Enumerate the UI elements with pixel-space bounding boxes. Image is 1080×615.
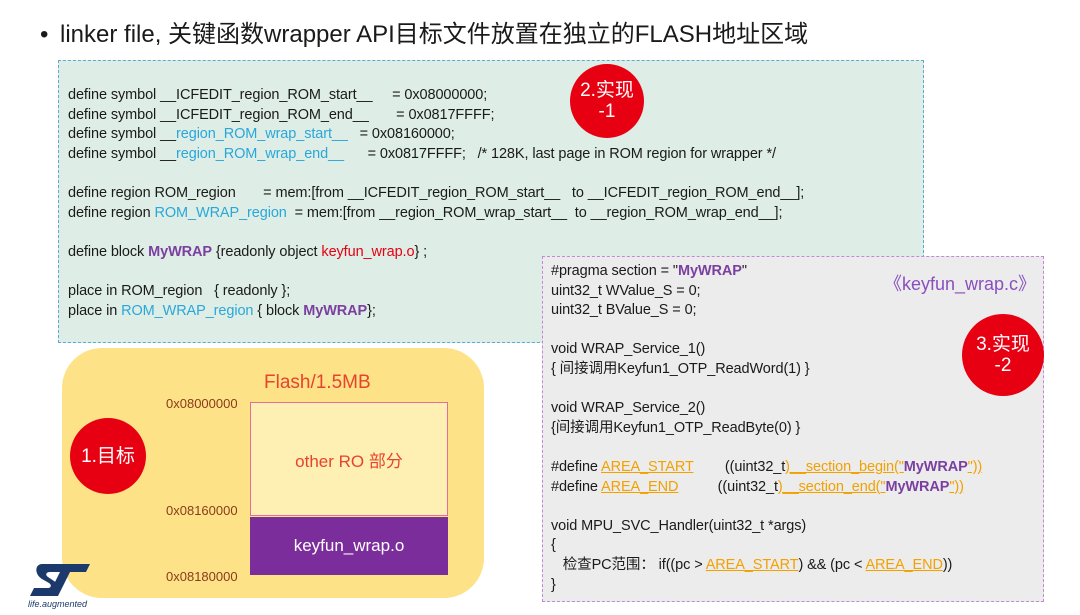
linker-line: }; xyxy=(367,302,376,319)
code-line: void WRAP_Service_2() xyxy=(551,400,706,417)
badge-label: 1.目标 xyxy=(81,445,135,467)
code-line: void MPU_SVC_Handler(uint32_t *args) xyxy=(551,517,807,534)
badge-label: 3.实现 xyxy=(976,334,1030,355)
section-call: ")) xyxy=(967,458,983,475)
linker-line: place in ROM_region { readonly }; xyxy=(68,282,291,299)
flash-title: Flash/1.5MB xyxy=(264,372,371,393)
wrap-region: ROM_WRAP_region xyxy=(121,302,254,319)
code-line: uint32_t BValue_S = 0; xyxy=(551,302,697,319)
linker-line: define block xyxy=(68,243,149,260)
code-line: #define xyxy=(551,478,601,495)
linker-line: { block xyxy=(253,302,304,319)
linker-line: {readonly object xyxy=(211,243,322,260)
block-name: MyWRAP xyxy=(903,458,968,475)
section-call: )__section_end(" xyxy=(777,478,886,495)
badge-target: 1.目标 xyxy=(70,418,146,494)
macro-name: AREA_END xyxy=(601,478,679,495)
linker-line: define symbol __ICFEDIT_region_ROM_start… xyxy=(68,87,488,103)
linker-line: define region xyxy=(68,204,155,221)
linker-line: } ; xyxy=(414,243,428,260)
section-call: )__section_begin(" xyxy=(785,458,904,475)
address-label: 0x08180000 xyxy=(166,569,238,584)
wrap-filename: 《keyfun_wrap.c》 xyxy=(884,274,1037,294)
code-line: #define xyxy=(551,458,601,475)
linker-line: = 0x0817FFFF; /* 128K, last page in ROM … xyxy=(344,145,776,162)
macro-name: AREA_START xyxy=(601,458,694,475)
linker-line: place in xyxy=(68,302,122,319)
macro-name: AREA_END xyxy=(865,556,943,573)
linker-code: define symbol __ICFEDIT_region_ROM_start… xyxy=(68,86,804,321)
section-call: ")) xyxy=(949,478,964,495)
linker-line: = mem:[from __region_ROM_wrap_start__ to… xyxy=(286,204,783,221)
object-file: keyfun_wrap.o xyxy=(321,243,415,260)
code-line: ) && (pc < xyxy=(798,556,866,573)
other-ro-label: other RO 部分 xyxy=(295,451,403,471)
block-name: MyWRAP xyxy=(148,243,212,260)
block-name: MyWRAP xyxy=(885,478,950,495)
code-line: {间接调用Keyfun1_OTP_ReadByte(0) } xyxy=(551,419,801,436)
badge-label: -1 xyxy=(598,101,616,122)
badge-label: 2.实现 xyxy=(580,80,634,101)
wrap-symbol: region_ROM_wrap_end__ xyxy=(176,145,345,162)
badge-impl-2: 3.实现 -2 xyxy=(962,314,1044,396)
linker-line: define region ROM_region = mem:[from __I… xyxy=(68,184,805,201)
code-line: #pragma section = " xyxy=(551,263,678,279)
slide-title: • linker file, 关键函数wrapper API目标文件放置在独立的F… xyxy=(40,14,808,49)
st-logo-icon xyxy=(30,564,90,596)
macro-name: AREA_START xyxy=(705,556,799,573)
code-line: ((uint32_t xyxy=(678,478,778,495)
wrap-code: #pragma section = "MyWRAP" uint32_t WVal… xyxy=(551,262,982,595)
address-label: 0x08000000 xyxy=(166,396,238,411)
block-name: MyWRAP xyxy=(303,302,368,319)
code-line: } xyxy=(551,576,556,593)
linker-line: define symbol __ xyxy=(68,126,177,143)
code-line: { xyxy=(551,537,556,554)
slide-title-text: linker file, 关键函数wrapper API目标文件放置在独立的FL… xyxy=(60,21,809,48)
wrap-code-box xyxy=(542,256,1044,602)
badge-label: -2 xyxy=(994,355,1012,376)
linker-line: = 0x08160000; xyxy=(347,126,455,143)
other-ro-block: other RO 部分 xyxy=(250,402,448,516)
code-line: 检查PC范围： if((pc > xyxy=(551,556,706,573)
badge-impl-1: 2.实现 -1 xyxy=(570,64,644,138)
linker-line: define symbol __ xyxy=(68,145,177,162)
code-line: " xyxy=(741,263,747,279)
st-logo xyxy=(28,562,92,603)
bullet-icon: • xyxy=(40,21,49,48)
code-line: void WRAP_Service_1() xyxy=(551,341,706,358)
block-name: MyWRAP xyxy=(677,263,742,279)
code-line: { 间接调用Keyfun1_OTP_ReadWord(1) } xyxy=(551,360,810,377)
code-line: uint32_t WValue_S = 0; xyxy=(551,282,701,299)
keyfun-wrap-block: keyfun_wrap.o xyxy=(250,517,448,575)
address-label: 0x08160000 xyxy=(166,503,238,518)
keyfun-wrap-label: keyfun_wrap.o xyxy=(293,536,405,555)
wrap-symbol: region_ROM_wrap_start__ xyxy=(176,126,348,143)
code-line: )) xyxy=(942,556,953,573)
code-line: ((uint32_t xyxy=(693,458,786,475)
wrap-region: ROM_WRAP_region xyxy=(154,204,287,221)
linker-line: define symbol __ICFEDIT_region_ROM_end__… xyxy=(68,106,495,123)
logo-tagline: life.augmented xyxy=(28,599,88,609)
